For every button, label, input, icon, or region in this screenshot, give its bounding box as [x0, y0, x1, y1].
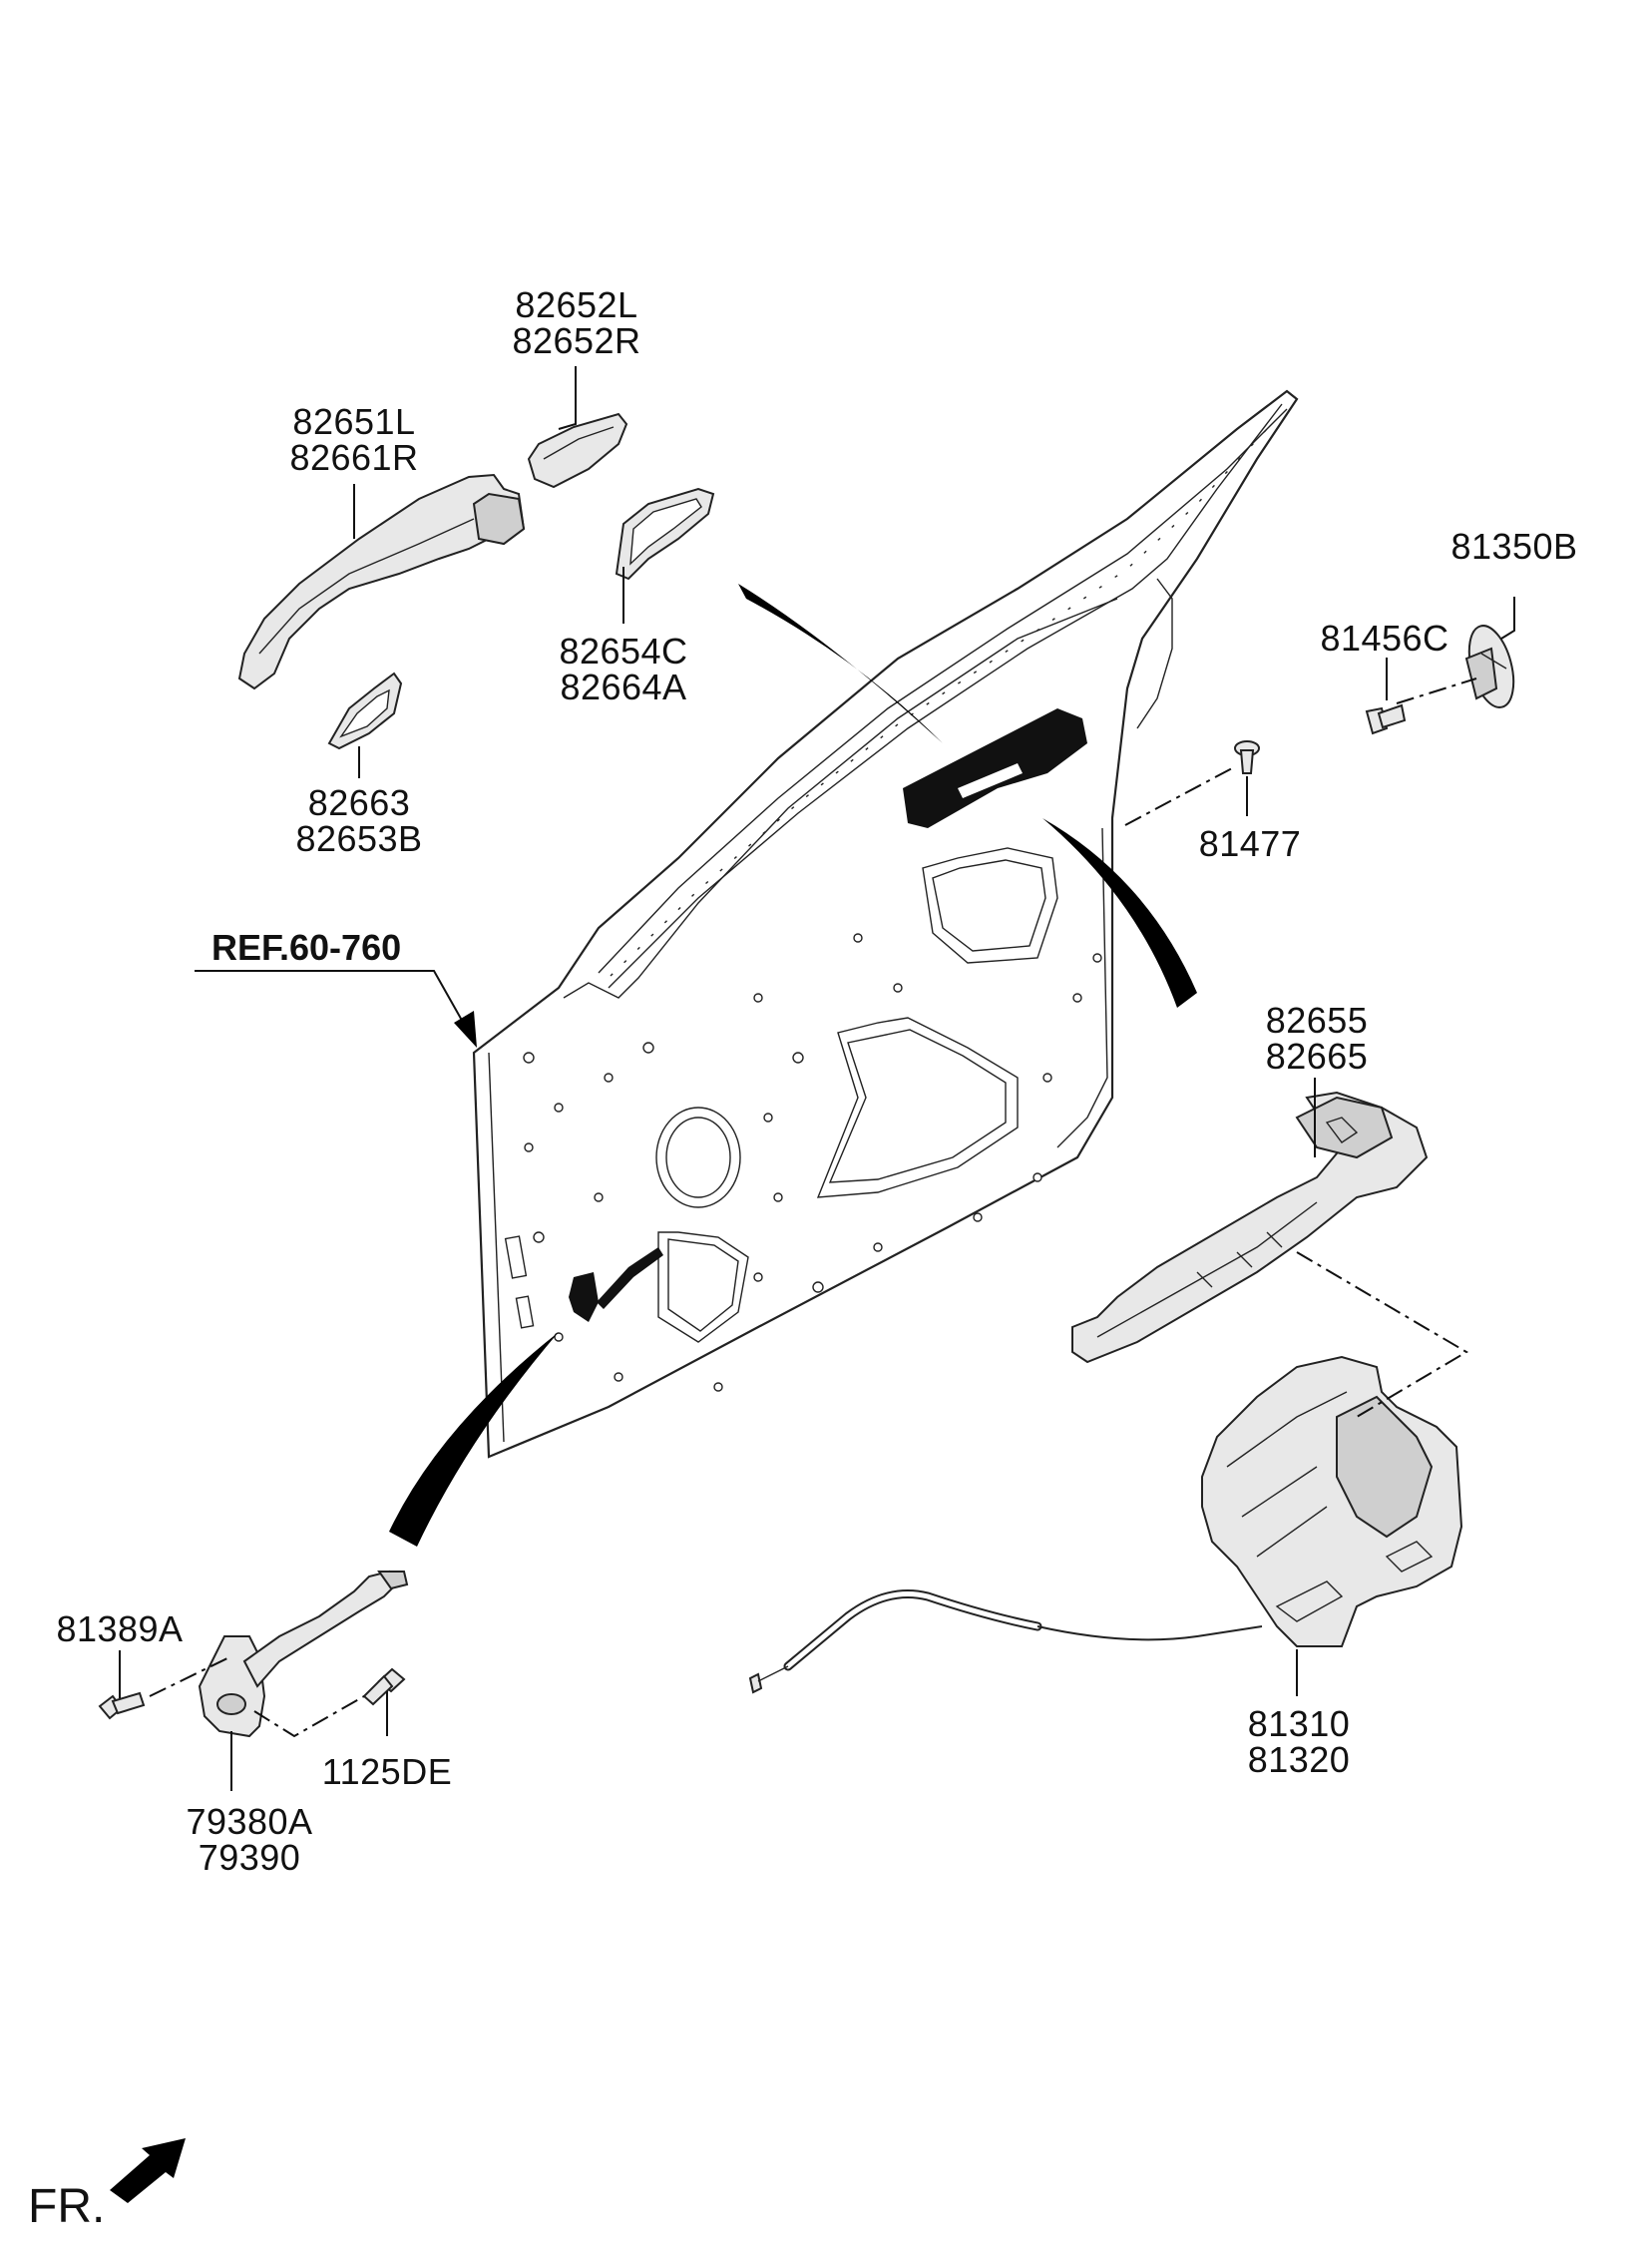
part-number: 82652L: [515, 284, 638, 325]
label-81456: 81456C: [1315, 621, 1454, 657]
leader-lines: [119, 366, 1515, 1791]
handle-cap-part: [527, 412, 628, 489]
part-number: 82661R: [289, 437, 419, 478]
part-number: 82651L: [292, 401, 416, 442]
part-number: 81456C: [1320, 618, 1449, 659]
callout-wedge-latch: [1042, 818, 1197, 1008]
part-number: 82665: [1265, 1036, 1369, 1077]
door-panel: [472, 389, 1299, 1459]
door-handle-bracket: [903, 708, 1087, 828]
handle-frame-part: [1071, 1091, 1429, 1364]
part-number: 81310: [1247, 1703, 1351, 1744]
door-latch-part: [1201, 1355, 1463, 1647]
label-81477: 81477: [1190, 826, 1310, 862]
front-arrow-icon: [110, 2138, 186, 2203]
callout-wedge-check: [389, 1332, 559, 1547]
latch-cable-part: [748, 1589, 1263, 1694]
callout-wedge-handle: [738, 584, 943, 743]
cap-gasket-part: [327, 672, 403, 750]
handle-gasket-part: [615, 487, 715, 581]
check-bolt-part: [98, 1691, 146, 1720]
part-number: 81477: [1198, 823, 1302, 864]
door-check-bracket: [569, 1247, 663, 1322]
front-direction-label: FR.: [28, 2180, 106, 2233]
part-number: 82663: [307, 782, 411, 823]
outside-handle-part: [237, 473, 526, 690]
part-number: 82655: [1265, 1000, 1369, 1041]
striker-part: [1464, 625, 1515, 708]
part-number: 79380A: [186, 1801, 313, 1842]
part-number: 79390: [198, 1837, 301, 1878]
part-number: 82664A: [560, 667, 687, 707]
label-81389: 81389A: [50, 1611, 190, 1647]
reference-label: REF.60-760: [211, 927, 402, 968]
part-number: 81350B: [1450, 526, 1578, 567]
part-number: 81389A: [56, 1608, 184, 1649]
label-81350: 81350B: [1445, 529, 1584, 565]
part-number: 1125DE: [321, 1751, 453, 1792]
door-check-part: [198, 1570, 409, 1738]
check-screw-part: [362, 1667, 406, 1706]
striker-bolt-part: [1365, 703, 1407, 735]
label-1125: 1125DE: [317, 1754, 457, 1790]
part-number: 82653B: [295, 818, 423, 859]
part-number: 82652R: [512, 320, 641, 361]
part-number: 81320: [1247, 1739, 1351, 1780]
part-number: 82654C: [559, 631, 688, 672]
door-plug-part: [1234, 740, 1260, 774]
